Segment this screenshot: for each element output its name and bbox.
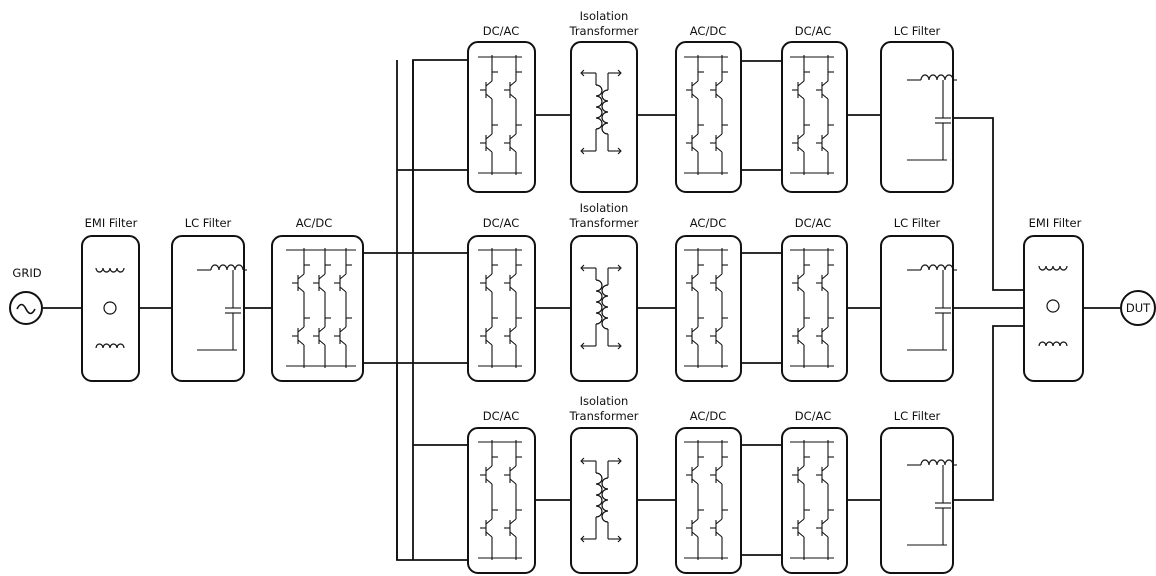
row-1-isolation-label: Isolation xyxy=(580,9,629,23)
input-emi-filter-label: EMI Filter xyxy=(85,216,138,230)
input-ac-dc-label: AC/DC xyxy=(296,216,332,230)
dut-label: DUT xyxy=(1126,301,1151,315)
grid-source: GRID xyxy=(9,266,43,325)
input-lc-filter-label: LC Filter xyxy=(185,216,232,230)
row-2-transformer-label: Transformer xyxy=(568,216,638,230)
row-1-dc-ac-2-label: DC/AC xyxy=(795,24,831,38)
output-emi-filter-label: EMI Filter xyxy=(1029,216,1082,230)
row-1-transformer-label: Transformer xyxy=(568,24,638,38)
row-3-isolation-label: Isolation xyxy=(580,394,629,408)
row-2-ac-dc-label: AC/DC xyxy=(690,216,726,230)
row-3: DC/AC Isolation Transformer AC/DC DC/AC … xyxy=(467,394,958,574)
row-1: DC/AC Isolation Transformer AC/DC DC/AC … xyxy=(467,9,958,193)
row-2: DC/AC Isolation Transformer AC/DC DC/AC … xyxy=(467,201,958,382)
row-1-ac-dc-label: AC/DC xyxy=(690,24,726,38)
row-3-transformer-label: Transformer xyxy=(568,409,638,423)
row-2-dc-ac-label: DC/AC xyxy=(483,216,519,230)
row-3-dc-ac-2-label: DC/AC xyxy=(795,409,831,423)
row-2-isolation-label: Isolation xyxy=(580,201,629,215)
wiring xyxy=(42,59,1120,561)
row-2-dc-ac-2-label: DC/AC xyxy=(795,216,831,230)
dut-load: DUT xyxy=(1120,290,1156,326)
row-3-dc-ac-label: DC/AC xyxy=(483,409,519,423)
input-ac-dc-converter: AC/DC xyxy=(271,216,364,382)
input-lc-filter: LC Filter xyxy=(171,216,248,382)
row-1-lc-filter-label: LC Filter xyxy=(894,24,941,38)
row-1-dc-ac-label: DC/AC xyxy=(483,24,519,38)
grid-label: GRID xyxy=(12,266,41,280)
row-3-ac-dc-label: AC/DC xyxy=(690,409,726,423)
input-emi-filter: EMI Filter xyxy=(81,216,140,382)
row-3-lc-filter-label: LC Filter xyxy=(894,409,941,423)
row-2-lc-filter-label: LC Filter xyxy=(894,216,941,230)
output-emi-filter: EMI Filter xyxy=(1023,216,1084,382)
